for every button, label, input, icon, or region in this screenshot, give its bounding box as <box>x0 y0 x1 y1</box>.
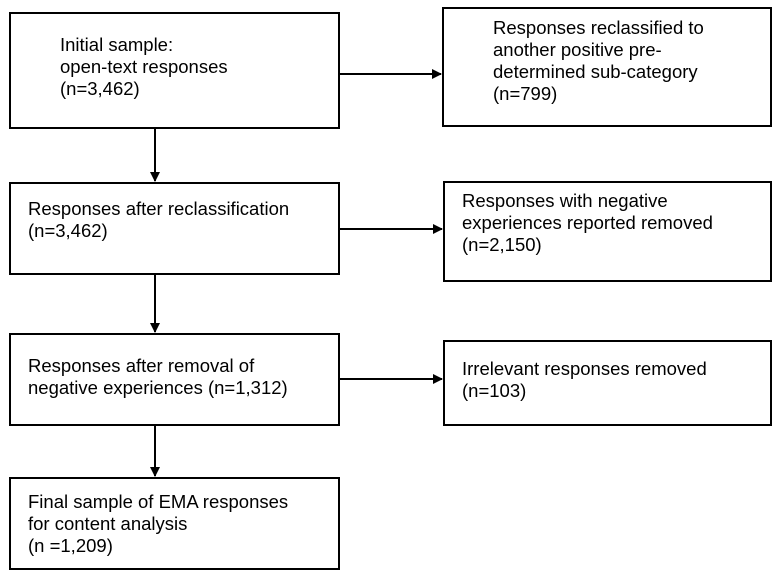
irrelevant-removed-line-1: Irrelevant responses removed <box>462 358 707 379</box>
after-reclassification-box: Responses after reclassification (n=3,46… <box>9 182 340 275</box>
negative-removed-box: Responses with negative experiences repo… <box>443 181 772 282</box>
after-negative-removal-line-2: negative experiences (n=1,312) <box>28 377 288 398</box>
final-sample-line-1: Final sample of EMA responses <box>28 491 289 512</box>
reclassified-line-3: determined sub-category <box>493 61 698 82</box>
irrelevant-removed-count: (n=103) <box>462 380 527 401</box>
after-reclassification-count: (n=3,462) <box>28 220 108 241</box>
final-sample-line-2: for content analysis <box>28 513 188 534</box>
negative-removed-line-2: experiences reported removed <box>462 212 713 233</box>
reclassified-box: Responses reclassified to another positi… <box>442 7 772 127</box>
final-sample-box: Final sample of EMA responses for conten… <box>9 477 340 570</box>
after-reclassification-line-1: Responses after reclassification <box>28 198 290 219</box>
reclassified-count: (n=799) <box>493 83 558 104</box>
initial-sample-box: Initial sample: open-text responses (n=3… <box>9 12 340 129</box>
reclassified-line-2: another positive pre- <box>493 39 662 60</box>
initial-sample-line-2: open-text responses <box>60 56 228 77</box>
negative-removed-count: (n=2,150) <box>462 234 542 255</box>
final-sample-count: (n =1,209) <box>28 535 113 556</box>
negative-removed-line-1: Responses with negative <box>462 190 668 211</box>
after-negative-removal-box: Responses after removal of negative expe… <box>9 333 340 426</box>
initial-sample-count: (n=3,462) <box>60 78 140 99</box>
irrelevant-removed-box: Irrelevant responses removed (n=103) <box>443 340 772 426</box>
after-negative-removal-line-1: Responses after removal of <box>28 355 255 376</box>
initial-sample-line-1: Initial sample: <box>60 34 174 55</box>
reclassified-line-1: Responses reclassified to <box>493 17 704 38</box>
